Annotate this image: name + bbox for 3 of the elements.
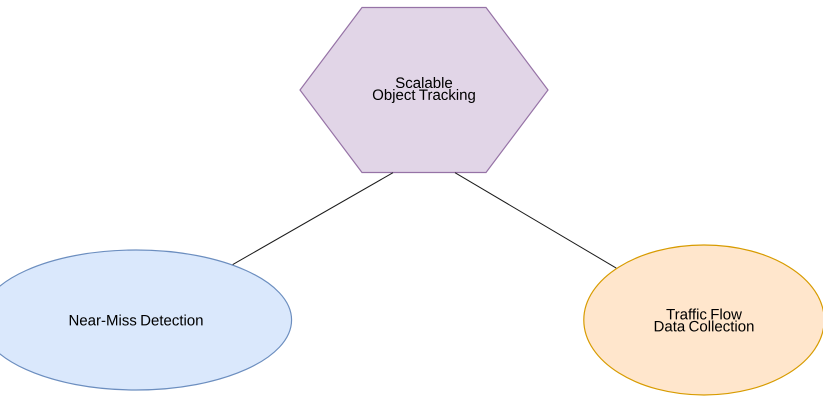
connector-line bbox=[454, 172, 617, 269]
hexagon: Scalable Object Tracking bbox=[299, 6, 549, 174]
connector-line bbox=[232, 172, 394, 266]
